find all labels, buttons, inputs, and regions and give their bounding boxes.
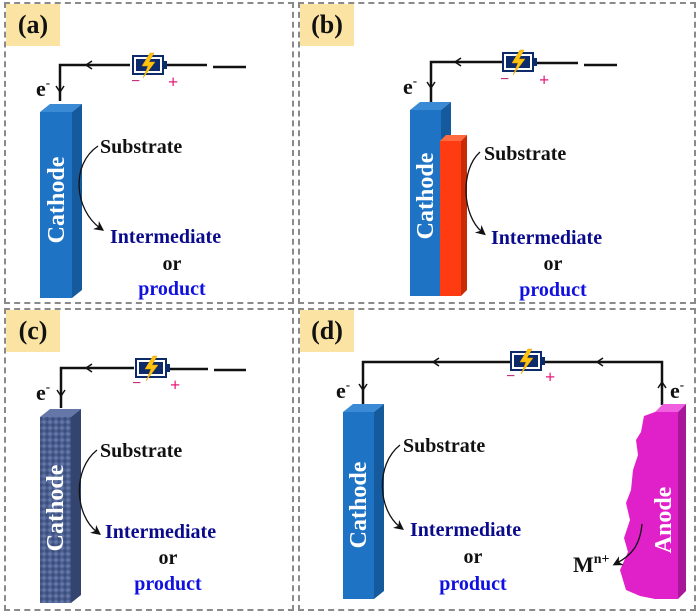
battery-minus: − — [506, 368, 515, 385]
reaction-arrow — [465, 151, 486, 236]
panel-label-d: (d) — [300, 310, 354, 352]
metal-ion-label: Mn+ — [573, 552, 610, 577]
panel-label-a: (a) — [6, 4, 60, 46]
cathode-label: Cathode — [43, 464, 69, 551]
circuit-c — [56, 363, 246, 408]
catalyst-coating — [440, 135, 467, 296]
panel-label-c: (c) — [6, 310, 60, 352]
battery-plus: + — [168, 72, 178, 92]
panel-d: (d) — [298, 308, 696, 611]
circuit-a — [55, 60, 246, 101]
panel-b: (b) — [298, 2, 696, 304]
ion-release-arrow — [612, 523, 643, 566]
panel-c: (c) — [4, 308, 294, 611]
electron-label: e- — [36, 75, 50, 101]
anode-sacrificial — [620, 404, 686, 599]
electron-label-anode: e- — [670, 377, 684, 403]
battery-plus: + — [539, 70, 549, 90]
or-label: or — [159, 547, 178, 569]
cathode-label: Cathode — [44, 156, 70, 243]
product-label: product — [138, 278, 206, 300]
electron-label: e- — [403, 73, 417, 99]
intermediate-label: Intermediate — [105, 521, 216, 543]
cathode-c-porous — [40, 409, 81, 603]
battery-minus: − — [131, 73, 140, 90]
battery-icon — [510, 348, 546, 375]
anode-label: Anode — [651, 486, 677, 553]
substrate-label: Substrate — [484, 143, 566, 165]
reaction-arrow — [381, 444, 404, 531]
substrate-label: Substrate — [100, 136, 182, 158]
cathode-label: Cathode — [346, 461, 372, 548]
substrate-label: Substrate — [403, 435, 485, 457]
cathode-d — [343, 404, 384, 599]
or-label: or — [544, 253, 563, 275]
battery-minus: − — [132, 375, 141, 392]
substrate-label: Substrate — [100, 440, 182, 462]
battery-plus: + — [170, 375, 180, 395]
panel-a: (a) — [4, 2, 294, 304]
circuit-d — [358, 357, 667, 405]
product-label: product — [134, 573, 202, 595]
circuit-b — [426, 57, 617, 105]
intermediate-label: Intermediate — [110, 226, 221, 248]
reaction-arrow — [78, 449, 101, 536]
electron-label: e- — [336, 377, 350, 403]
or-label: or — [464, 546, 483, 568]
cathode-a — [40, 104, 82, 298]
intermediate-label: Intermediate — [491, 227, 602, 249]
or-label: or — [163, 253, 182, 275]
intermediate-label: Intermediate — [410, 519, 521, 541]
battery-plus: + — [545, 367, 555, 387]
product-label: product — [439, 573, 507, 595]
battery-minus: − — [500, 71, 509, 88]
reaction-arrow — [78, 145, 105, 231]
electron-label: e- — [36, 379, 50, 405]
panel-label-b: (b) — [300, 4, 354, 46]
product-label: product — [519, 279, 587, 301]
cathode-label: Cathode — [413, 152, 439, 239]
